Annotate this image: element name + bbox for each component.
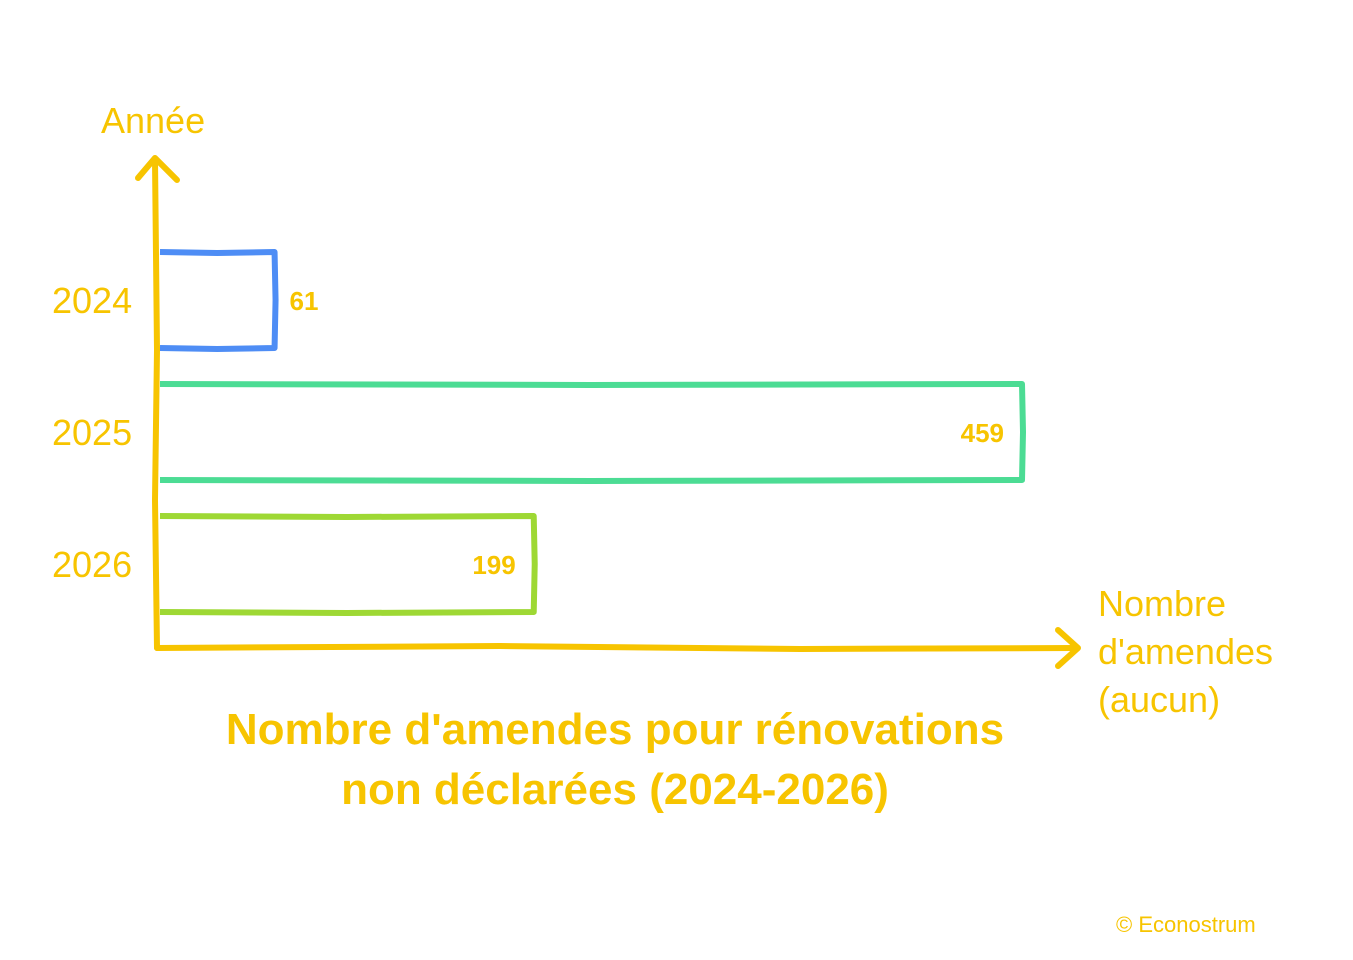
- x-axis: [154, 642, 1078, 653]
- data-label: 199: [472, 550, 515, 580]
- y-axis-label: Année: [101, 100, 206, 141]
- y-axis-arrowhead: [135, 155, 180, 183]
- credit-text: © Econostrum: [1116, 912, 1256, 937]
- y-tick-label: 2025: [52, 412, 132, 453]
- bar-2026: [159, 513, 538, 616]
- y-tick-label: 2026: [52, 544, 132, 585]
- data-label: 61: [290, 286, 319, 316]
- bars-group: [159, 249, 1026, 616]
- x-axis-arrowhead: [1055, 627, 1081, 669]
- chart-title: Nombre d'amendes pour rénovations non dé…: [225, 705, 1005, 814]
- y-tick-label: 2024: [52, 280, 132, 321]
- bar-2024: [159, 249, 279, 352]
- x-axis-label: Nombre d'amendes (aucun): [1098, 583, 1273, 720]
- data-label: 459: [961, 418, 1004, 448]
- data-labels-group: 61 459 199: [290, 286, 1004, 580]
- y-ticks-group: 2024 2025 2026: [52, 280, 132, 585]
- bar-2025: [159, 381, 1026, 484]
- y-axis: [151, 157, 161, 651]
- axes-group: [135, 155, 1081, 669]
